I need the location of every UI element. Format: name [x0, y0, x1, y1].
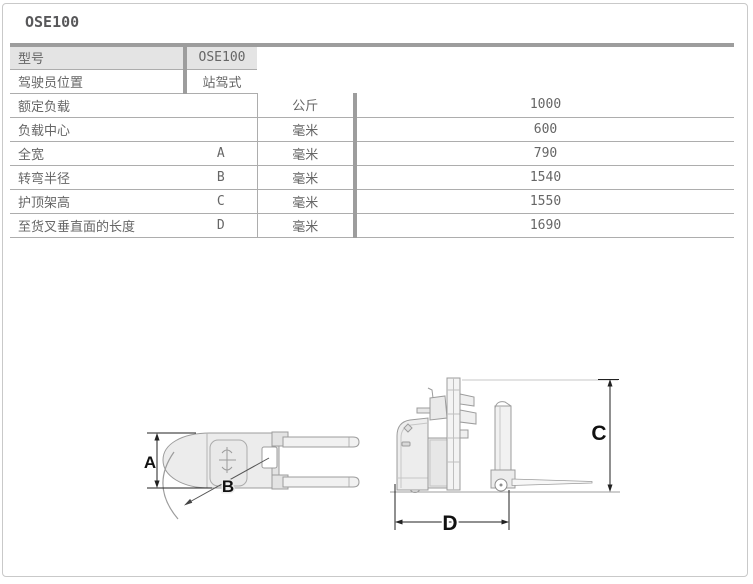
spec-unit: 公斤 — [257, 93, 357, 118]
spec-value: OSE100 — [185, 45, 257, 70]
spec-value: 站驾式 — [185, 69, 257, 94]
spec-label: 型号 — [10, 45, 187, 70]
turning-radius-arc — [162, 451, 179, 520]
page-title: OSE100 — [25, 13, 80, 31]
spec-label: 全宽 — [10, 141, 185, 166]
dim-label-c: C — [591, 422, 606, 445]
spec-value: 790 — [355, 141, 734, 166]
table-row-model: 型号 OSE100 — [10, 45, 734, 70]
spec-value: 1550 — [355, 189, 734, 214]
table-row-load-center: 负载中心 毫米 600 — [10, 117, 734, 142]
spec-unit: 毫米 — [257, 141, 357, 166]
spec-label: 额定负载 — [10, 93, 258, 118]
dim-label-d: D — [442, 512, 457, 535]
dim-label-a: A — [144, 453, 156, 472]
table-row-overall-width: 全宽 A 毫米 790 — [10, 141, 734, 166]
fork-tine-bottom — [282, 476, 360, 488]
mast-bracket-lower — [459, 409, 477, 425]
warning-diamond-icon — [403, 423, 413, 433]
spec-label: 驾驶员位置 — [10, 69, 187, 94]
spec-dim-letter: B — [185, 165, 258, 190]
spec-unit: 毫米 — [257, 165, 357, 190]
dimension-a — [147, 432, 212, 489]
spec-dim-letter: D — [185, 213, 258, 238]
top-view-drawing: A B — [144, 431, 360, 520]
caster-box — [261, 446, 278, 469]
spec-dim-letter: C — [185, 189, 258, 214]
badge-label — [401, 441, 411, 447]
spec-unit: 毫米 — [257, 117, 357, 142]
dimension-d — [394, 484, 510, 530]
armrest — [416, 407, 431, 414]
spec-table-wrapper: 型号 OSE100 驾驶员位置 站驾式 额定负载 公斤 1000 负载中心 毫米… — [10, 43, 734, 238]
spec-label: 至货叉垂直面的长度 — [10, 213, 185, 238]
battery-box — [427, 437, 450, 489]
spec-unit: 毫米 — [257, 213, 357, 238]
table-row-length-to-fork-face: 至货叉垂直面的长度 D 毫米 1690 — [10, 213, 734, 238]
spec-label: 转弯半径 — [10, 165, 185, 190]
dim-label-b: B — [222, 477, 234, 496]
control-console — [429, 395, 448, 421]
fork-tine-top — [282, 436, 360, 448]
spec-value: 600 — [355, 117, 734, 142]
cab-body — [396, 417, 429, 491]
spec-value: 1540 — [355, 165, 734, 190]
steering-control-icon — [219, 447, 236, 473]
operator-compartment — [209, 439, 248, 487]
spec-label: 负载中心 — [10, 117, 258, 142]
table-row-driver-position: 驾驶员位置 站驾式 — [10, 69, 734, 94]
spec-dim-letter: A — [185, 141, 258, 166]
spec-label: 护顶架高 — [10, 189, 185, 214]
side-view-drawing: C D — [390, 377, 620, 536]
dimension-c — [598, 379, 619, 492]
fork-side-view — [511, 478, 593, 486]
table-row-rated-load: 额定负载 公斤 1000 — [10, 93, 734, 118]
leader-line-b — [184, 457, 270, 506]
mast-bracket-upper — [459, 393, 475, 407]
spec-value: 1690 — [355, 213, 734, 238]
table-row-turning-radius: 转弯半径 B 毫米 1540 — [10, 165, 734, 190]
spec-table: 型号 OSE100 驾驶员位置 站驾式 额定负载 公斤 1000 负载中心 毫米… — [10, 43, 734, 238]
spec-value: 1000 — [355, 93, 734, 118]
spec-unit: 毫米 — [257, 189, 357, 214]
table-row-overhead-guard-height: 护顶架高 C 毫米 1550 — [10, 189, 734, 214]
